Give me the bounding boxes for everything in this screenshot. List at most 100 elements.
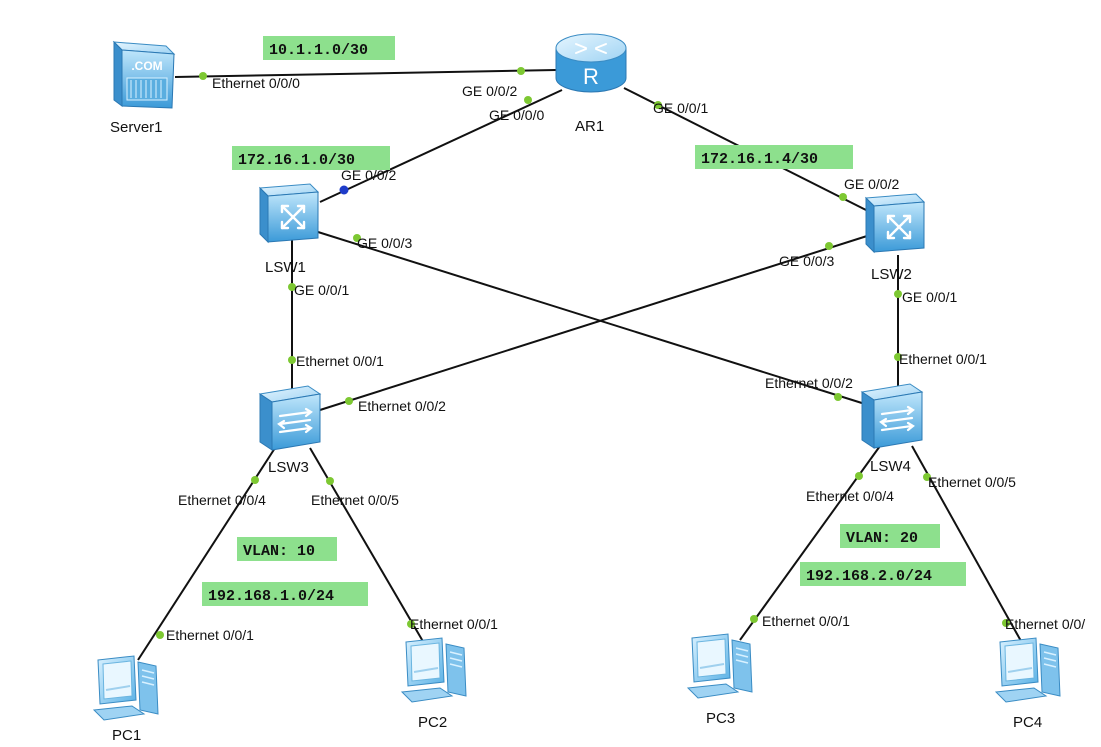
port-label-lsw2-ge002: GE 0/0/2 bbox=[844, 176, 899, 192]
node-label-lsw4: LSW4 bbox=[870, 458, 911, 475]
l3-switch-icon bbox=[864, 192, 926, 254]
device-lsw1[interactable]: LSW1 bbox=[258, 182, 320, 276]
link-lsw3-pc1[interactable] bbox=[137, 447, 276, 661]
port-label-server1-eth000: Ethernet 0/0/0 bbox=[212, 75, 300, 91]
pc-icon bbox=[401, 637, 467, 703]
device-lsw2[interactable]: LSW2 bbox=[864, 192, 926, 283]
port-dot[interactable] bbox=[288, 356, 296, 364]
port-dot[interactable] bbox=[750, 615, 758, 623]
port-dot[interactable] bbox=[894, 353, 902, 361]
node-label-lsw1: LSW1 bbox=[265, 259, 306, 276]
device-pc4[interactable]: PC4 bbox=[995, 637, 1061, 731]
device-ar1[interactable]: R AR1 bbox=[555, 33, 627, 135]
port-dot[interactable] bbox=[353, 234, 361, 242]
net-label-bg bbox=[800, 562, 966, 586]
pc-icon bbox=[995, 637, 1061, 703]
port-label-lsw1-ge003: GE 0/0/3 bbox=[357, 235, 412, 251]
net-label-bg bbox=[202, 582, 368, 606]
port-dot[interactable] bbox=[251, 476, 259, 484]
device-lsw4[interactable]: LSW4 bbox=[860, 382, 924, 475]
port-label-lsw3-eth001: Ethernet 0/0/1 bbox=[296, 353, 384, 369]
net-label-lsw2-link: 172.16.1.4/30 bbox=[701, 151, 818, 168]
node-label-pc2: PC2 bbox=[418, 714, 447, 731]
node-label-pc3: PC3 bbox=[706, 710, 735, 727]
l2-switch-icon bbox=[258, 384, 322, 452]
port-label-lsw2-ge003: GE 0/0/3 bbox=[779, 253, 834, 269]
device-server1[interactable]: .COM Server1 bbox=[110, 40, 176, 136]
port-dot-selected[interactable] bbox=[339, 185, 349, 195]
port-label-pc2-eth001: Ethernet 0/0/1 bbox=[410, 616, 498, 632]
port-label-ar1-ge000: GE 0/0/0 bbox=[489, 107, 544, 123]
port-dot[interactable] bbox=[407, 620, 415, 628]
net-label-bg bbox=[695, 145, 853, 169]
port-dot[interactable] bbox=[517, 67, 525, 75]
port-dot[interactable] bbox=[834, 393, 842, 401]
server-icon: .COM bbox=[112, 40, 176, 109]
port-label-lsw3-eth004: Ethernet 0/0/4 bbox=[178, 492, 266, 508]
server-badge: .COM bbox=[131, 59, 162, 73]
port-dot[interactable] bbox=[825, 242, 833, 250]
port-label-lsw4-eth004: Ethernet 0/0/4 bbox=[806, 488, 894, 504]
port-label-lsw1-ge001: GE 0/0/1 bbox=[294, 282, 349, 298]
port-dot[interactable] bbox=[199, 72, 207, 80]
node-label-server1: Server1 bbox=[110, 119, 163, 136]
l2-switch-icon bbox=[860, 382, 924, 450]
vlan20-label: VLAN: 20 bbox=[846, 530, 918, 547]
l3-switch-icon bbox=[258, 182, 320, 244]
port-dot[interactable] bbox=[923, 473, 931, 481]
link-lsw1-lsw4[interactable] bbox=[317, 231, 866, 405]
port-label-lsw3-eth002: Ethernet 0/0/2 bbox=[358, 398, 446, 414]
port-label-pc1-eth001: Ethernet 0/0/1 bbox=[166, 627, 254, 643]
net-label-bg bbox=[237, 537, 337, 561]
device-lsw3[interactable]: LSW3 bbox=[258, 384, 322, 476]
port-dot[interactable] bbox=[654, 101, 662, 109]
network-labels: 10.1.1.0/30 172.16.1.0/30 172.16.1.4/30 … bbox=[202, 36, 966, 606]
port-label-lsw4-eth002: Ethernet 0/0/2 bbox=[765, 375, 853, 391]
vlan10-network-label: 192.168.1.0/24 bbox=[208, 588, 334, 605]
port-dot[interactable] bbox=[524, 96, 532, 104]
pc-icon bbox=[93, 655, 159, 721]
port-dots bbox=[156, 67, 1010, 639]
node-label-ar1: AR1 bbox=[575, 118, 604, 135]
link-ar1-lsw1[interactable] bbox=[319, 89, 563, 203]
router-badge: R bbox=[583, 64, 599, 89]
port-dot[interactable] bbox=[345, 397, 353, 405]
port-label-pc4-eth001: Ethernet 0/0/ bbox=[1005, 616, 1085, 632]
node-label-lsw2: LSW2 bbox=[871, 266, 912, 283]
device-pc1[interactable]: PC1 bbox=[93, 655, 159, 744]
node-label-lsw3: LSW3 bbox=[268, 459, 309, 476]
device-pc3[interactable]: PC3 bbox=[687, 633, 753, 727]
net-label-server-link: 10.1.1.0/30 bbox=[269, 42, 368, 59]
node-label-pc4: PC4 bbox=[1013, 714, 1042, 731]
device-pc2[interactable]: PC2 bbox=[401, 637, 467, 731]
port-dot[interactable] bbox=[839, 193, 847, 201]
node-label-pc1: PC1 bbox=[112, 727, 141, 744]
pc-icon bbox=[687, 633, 753, 699]
port-dot[interactable] bbox=[326, 477, 334, 485]
link-lsw4-pc4[interactable] bbox=[911, 445, 1027, 651]
port-label-lsw4-eth001: Ethernet 0/0/1 bbox=[899, 351, 987, 367]
router-icon: R bbox=[555, 33, 627, 93]
port-label-ar1-ge002: GE 0/0/2 bbox=[462, 83, 517, 99]
port-label-lsw4-eth005: Ethernet 0/0/5 bbox=[928, 474, 1016, 490]
vlan20-network-label: 192.168.2.0/24 bbox=[806, 568, 932, 585]
port-dot[interactable] bbox=[894, 290, 902, 298]
vlan10-label: VLAN: 10 bbox=[243, 543, 315, 560]
port-label-lsw3-eth005: Ethernet 0/0/5 bbox=[311, 492, 399, 508]
port-labels: Ethernet 0/0/0 GE 0/0/2 GE 0/0/0 GE 0/0/… bbox=[166, 75, 1085, 643]
port-dot[interactable] bbox=[1002, 619, 1010, 627]
link-lsw2-lsw3[interactable] bbox=[319, 235, 868, 411]
links bbox=[137, 69, 1027, 661]
port-label-lsw1-ge002: GE 0/0/2 bbox=[341, 167, 396, 183]
net-label-bg bbox=[232, 146, 390, 170]
net-label-bg bbox=[840, 524, 940, 548]
port-label-lsw2-ge001: GE 0/0/1 bbox=[902, 289, 957, 305]
link-server1-ar1[interactable] bbox=[174, 69, 557, 78]
port-dot[interactable] bbox=[156, 631, 164, 639]
port-label-ar1-ge001: GE 0/0/1 bbox=[653, 100, 708, 116]
port-label-pc3-eth001: Ethernet 0/0/1 bbox=[762, 613, 850, 629]
port-dot[interactable] bbox=[855, 472, 863, 480]
net-label-bg bbox=[263, 36, 395, 60]
port-dot[interactable] bbox=[288, 283, 296, 291]
